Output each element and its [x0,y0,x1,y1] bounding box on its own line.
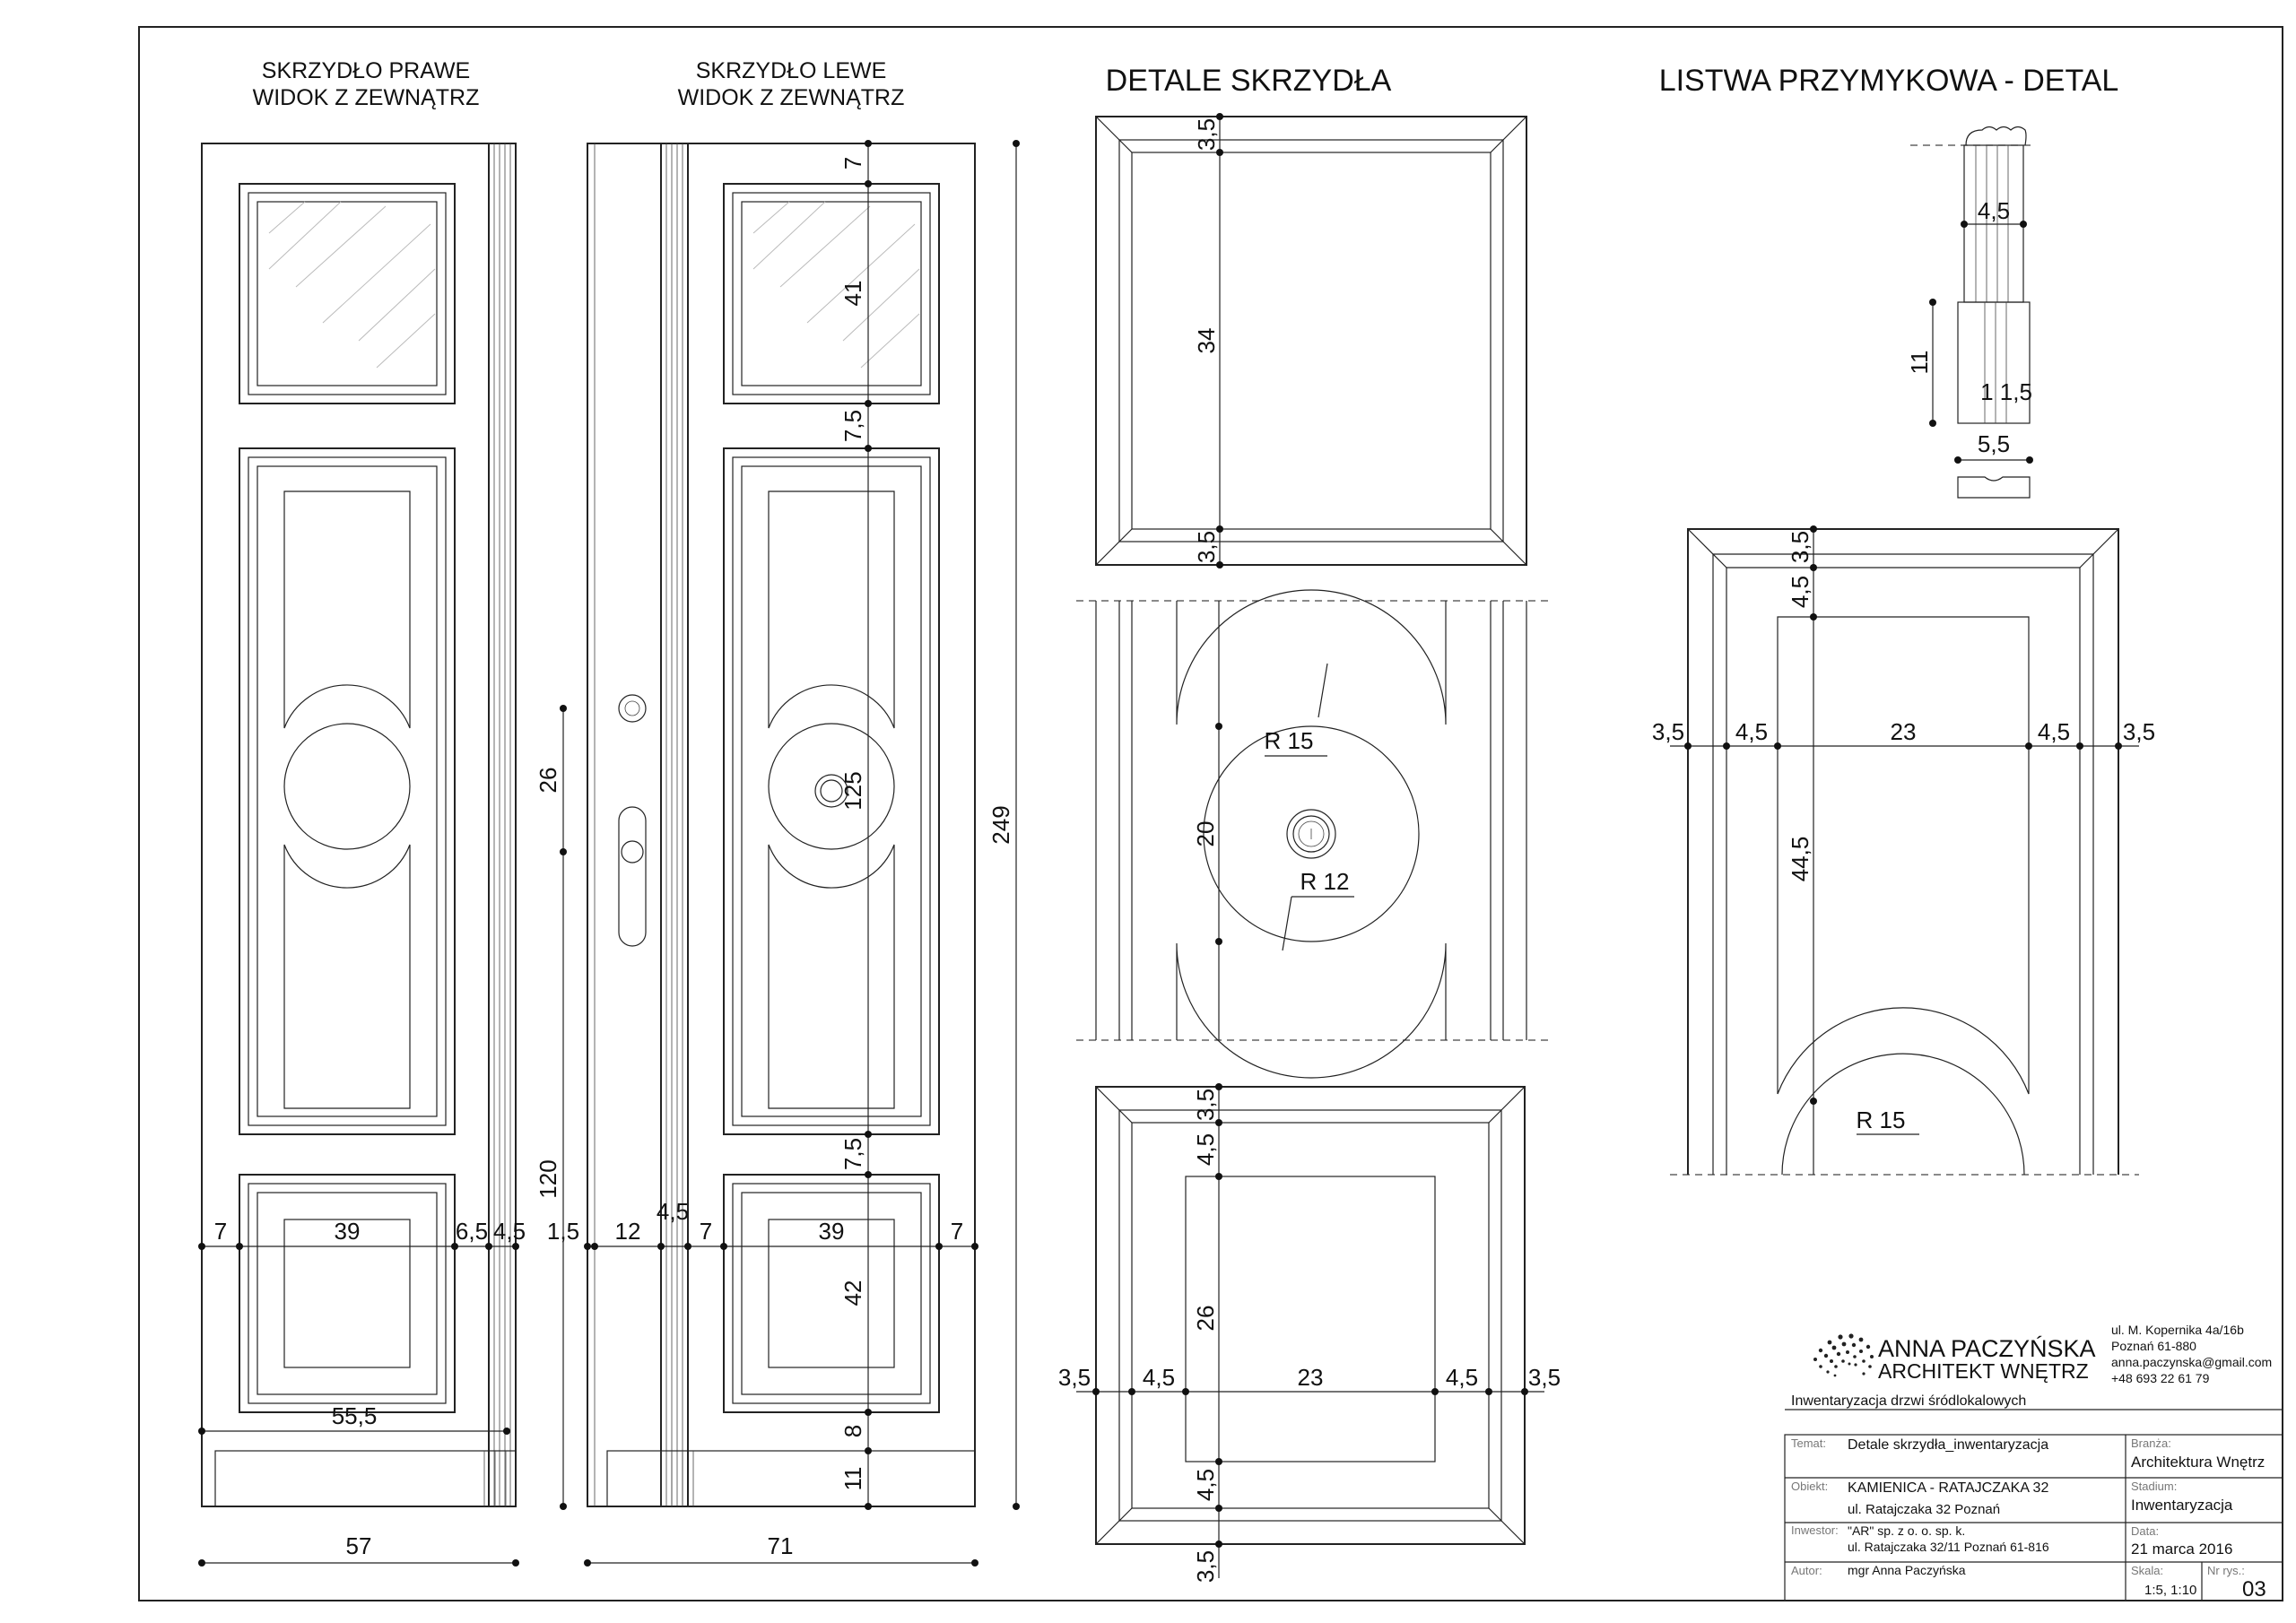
detail-middle-circle: 20 R 15 R 12 [1076,589,1552,1079]
dim-bot-v4-5b: 4,5 [1192,1469,1219,1501]
dim-left-12: 12 [615,1218,641,1245]
value-temat: Detale skrzydła_inwentaryzacja [1848,1437,2048,1453]
dim-left-26: 26 [535,768,561,794]
leaf-details-title: DETALE SKRZYDŁA [1106,64,1392,98]
dim-left-v8: 8 [839,1425,866,1437]
strip-profile: 4,5 11 1 1,5 5,5 [1906,126,2036,499]
brand-email: anna.paczynska@gmail.com [2111,1355,2272,1369]
right-leaf-title-1: SKRZYDŁO PRAWE [262,58,470,83]
dim-bot-h3-5b: 3,5 [1528,1364,1561,1391]
label-autor: Autor: [1791,1564,1822,1577]
dim-bot-h4-5a: 4,5 [1143,1364,1175,1391]
dim-right-7: 7 [214,1218,227,1245]
detail-top-frame: 3,5 34 3,5 [1095,113,1527,568]
dim-right-57: 57 [346,1532,372,1559]
dim-left-v7: 7 [839,157,866,169]
left-leaf-title-1: SKRZYDŁO LEWE [696,58,887,83]
dim-mid-r12: R 12 [1300,868,1350,895]
value-inwestor-2: ul. Ratajczaka 32/11 Poznań 61-816 [1848,1540,2049,1554]
dim-right-39: 39 [335,1218,361,1245]
dim-bot-h3-5a: 3,5 [1058,1364,1091,1391]
dim-sp-h23: 23 [1891,718,1917,745]
label-stadium: Stadium: [2131,1480,2177,1493]
label-skala: Skala: [2131,1564,2163,1577]
value-obiekt-2: ul. Ratajczaka 32 Poznań [1848,1502,2000,1517]
dim-sp-v4-5: 4,5 [1787,576,1813,608]
dim-sp-v44-5: 44,5 [1787,837,1813,882]
dim-sp-r15: R 15 [1857,1107,1906,1133]
dim-sp-h3-5b: 3,5 [2123,718,2155,745]
right-leaf-drawing: 7 39 6,5 4,5 55,5 57 [198,143,526,1567]
dim-bot-v3-5a: 3,5 [1192,1089,1219,1121]
brand-address-2: Poznań 61-880 [2111,1339,2196,1353]
brand-address-1: ul. M. Kopernika 4a/16b [2111,1323,2244,1337]
dim-left-v125: 125 [839,771,866,810]
dim-left-7a: 7 [700,1218,712,1245]
dim-left-v42: 42 [839,1280,866,1306]
dim-sp-h4-5b: 4,5 [2038,718,2070,745]
dim-right-6-5: 6,5 [456,1218,488,1245]
title-block: ANNA PACZYŃSKA ARCHITEKT WNĘTRZ ul. M. K… [1784,1323,2283,1601]
brand-logo-icon [1813,1333,1874,1377]
dim-mid-20: 20 [1192,821,1219,847]
dim-left-249: 249 [987,805,1014,844]
strip-panel-detail: 3,5 4,5 44,5 3,5 4,5 23 4,5 3,5 R 15 [1652,525,2155,1176]
dim-bot-h23: 23 [1298,1364,1324,1391]
dim-bot-h4-5b: 4,5 [1446,1364,1478,1391]
dim-right-55-5: 55,5 [332,1402,378,1429]
value-autor: mgr Anna Paczyńska [1848,1563,1966,1577]
dim-strip-4-5: 4,5 [1978,197,2010,224]
label-temat: Temat: [1791,1436,1826,1450]
dim-left-7b: 7 [951,1218,963,1245]
label-branza: Branża: [2131,1436,2171,1450]
dim-sp-h3-5a: 3,5 [1652,718,1684,745]
value-obiekt-1: KAMIENICA - RATAJCZAKA 32 [1848,1480,2048,1496]
left-leaf-title-2: WIDOK Z ZEWNĄTRZ [678,85,905,110]
value-skala: 1:5, 1:10 [2144,1583,2196,1598]
dim-left-v7-5a: 7,5 [839,410,866,442]
left-leaf-drawing: 1,5 12 4,5 7 39 7 71 26 120 249 7 41 [535,140,1020,1567]
right-leaf-title-2: WIDOK Z ZEWNĄTRZ [253,85,480,110]
dim-left-v11: 11 [839,1467,866,1491]
dim-top-34: 34 [1193,328,1220,354]
dim-strip-11: 11 [1906,351,1933,375]
brand-subtitle: ARCHITEKT WNĘTRZ [1878,1359,2089,1383]
dim-strip-1-1-5: 1 1,5 [1980,378,2032,405]
brand-phone: +48 693 22 61 79 [2111,1371,2210,1385]
dim-bot-v4-5a: 4,5 [1192,1133,1219,1166]
value-inwestor-1: "AR" sp. z o. o. sp. k. [1848,1523,1965,1538]
dim-sp-v3-5: 3,5 [1787,531,1813,563]
value-branza: Architektura Wnętrz [2131,1454,2265,1471]
dim-strip-5-5: 5,5 [1978,430,2010,457]
label-obiekt: Obiekt: [1791,1480,1828,1493]
detail-bottom-frame: 3,5 4,5 26 4,5 3,5 3,5 4,5 23 4,5 3,5 [1058,1083,1561,1583]
dim-left-v7-5b: 7,5 [839,1138,866,1170]
value-stadium: Inwentaryzacja [2131,1497,2233,1514]
dim-mid-r15: R 15 [1265,727,1314,754]
value-data: 21 marca 2016 [2131,1541,2232,1558]
sheet-frame [138,26,2283,1601]
dim-left-4-5: 4,5 [657,1198,689,1225]
label-nr-rys: Nr rys.: [2207,1564,2245,1577]
dim-right-4-5: 4,5 [493,1218,526,1245]
dim-left-39: 39 [819,1218,845,1245]
dim-left-120: 120 [535,1159,561,1198]
dim-bot-v26: 26 [1192,1306,1219,1332]
project-name: Inwentaryzacja drzwi śródlokalowych [1791,1393,2026,1409]
dim-bot-v3-5b: 3,5 [1192,1550,1219,1583]
dim-left-v41: 41 [839,281,866,307]
strip-detail-title: LISTWA PRZYMYKOWA - DETAL [1659,64,2119,98]
label-data: Data: [2131,1524,2159,1538]
dim-left-71: 71 [768,1532,794,1559]
label-inwestor: Inwestor: [1791,1523,1839,1537]
dim-top-3-5a: 3,5 [1193,118,1220,151]
dim-top-3-5b: 3,5 [1193,531,1220,563]
dim-sp-h4-5a: 4,5 [1735,718,1768,745]
value-nr-rys: 03 [2242,1577,2266,1601]
brand-name: ANNA PACZYŃSKA [1878,1335,2096,1362]
